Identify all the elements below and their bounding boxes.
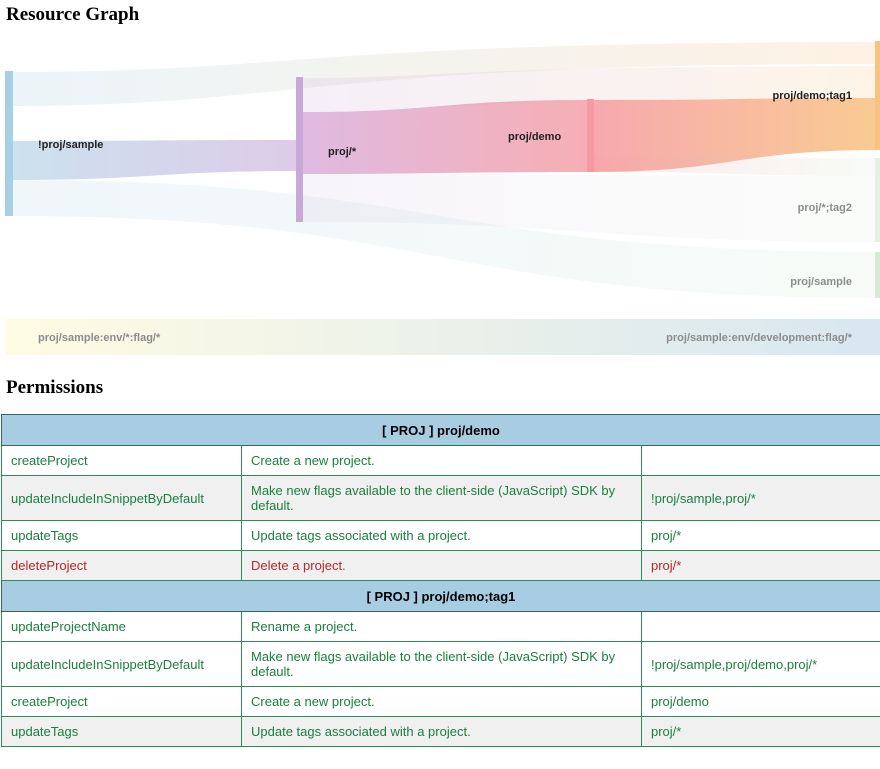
table-row[interactable]: deleteProject Delete a project. proj/* <box>1 550 880 581</box>
node-bar-proj-sample[interactable] <box>875 252 880 298</box>
node-label-demo-tag1: proj/demo;tag1 <box>773 90 852 102</box>
description-cell: Update tags associated with a project. <box>241 520 642 551</box>
link-projstar-to-demotag1 <box>300 66 880 112</box>
node-bar-proj-demo[interactable] <box>587 99 594 172</box>
description-cell: Update tags associated with a project. <box>241 716 642 747</box>
link-sample-to-projstar <box>9 140 300 180</box>
resources-cell: proj/demo <box>641 686 880 717</box>
description-cell: Rename a project. <box>241 611 642 642</box>
node-label-env-dev: proj/sample:env/development:flag/* <box>666 332 853 344</box>
resources-cell: !proj/sample,proj/demo,proj/* <box>641 641 880 687</box>
link-sample-to-projsample <box>9 180 880 298</box>
table-row[interactable]: updateTags Update tags associated with a… <box>1 716 880 747</box>
resources-cell <box>641 611 880 642</box>
resource-graph: !proj/sample proj/* proj/demo proj/demo;… <box>5 41 880 355</box>
description-cell: Create a new project. <box>241 686 642 717</box>
action-cell: updateTags <box>1 716 242 747</box>
table-row[interactable]: updateIncludeInSnippetByDefault Make new… <box>1 475 880 521</box>
link-env-flag-to-env-dev <box>5 319 880 355</box>
action-cell: updateTags <box>1 520 242 551</box>
link-projdemo-to-tag2 <box>591 156 880 176</box>
description-cell: Delete a project. <box>241 550 642 581</box>
description-cell: Make new flags available to the client-s… <box>241 475 642 521</box>
table-row[interactable]: updateIncludeInSnippetByDefault Make new… <box>1 641 880 687</box>
description-cell: Make new flags available to the client-s… <box>241 641 642 687</box>
node-label-proj-star: proj/* <box>328 146 357 158</box>
table-row[interactable]: createProject Create a new project. <box>1 445 880 476</box>
table-row[interactable]: updateTags Update tags associated with a… <box>1 520 880 551</box>
permissions-heading: Permissions <box>6 377 104 398</box>
table-row[interactable]: updateProjectName Rename a project. <box>1 611 880 642</box>
table-header-row: [ PROJ ] proj/demo <box>1 414 880 446</box>
resources-cell <box>641 445 880 476</box>
node-bar-sample-neg[interactable] <box>5 71 13 216</box>
node-bar-proj-star[interactable] <box>296 77 303 222</box>
resource-graph-heading: Resource Graph <box>6 4 140 25</box>
action-cell: deleteProject <box>1 550 242 581</box>
node-bar-demo-tag1[interactable] <box>875 41 880 150</box>
node-label-proj-sample: proj/sample <box>790 276 852 288</box>
group-header: [ PROJ ] proj/demo;tag1 <box>1 580 880 612</box>
group-header: [ PROJ ] proj/demo <box>1 414 880 446</box>
link-projdemo-to-demotag1 <box>591 98 880 172</box>
permissions-table: [ PROJ ] proj/demo createProject Create … <box>1 414 880 747</box>
action-cell: createProject <box>1 445 242 476</box>
action-cell: updateIncludeInSnippetByDefault <box>1 475 242 521</box>
resources-cell: !proj/sample,proj/* <box>641 475 880 521</box>
link-projstar-to-projdemo <box>300 100 591 174</box>
node-bar-star-tag2[interactable] <box>875 158 880 242</box>
node-label-sample-neg: !proj/sample <box>38 139 103 151</box>
node-label-proj-demo: proj/demo <box>508 131 561 143</box>
link-projstar-to-tag2 <box>300 174 880 242</box>
node-label-env-flag: proj/sample:env/*:flag/* <box>38 332 161 344</box>
resources-cell: proj/* <box>641 716 880 747</box>
table-row[interactable]: createProject Create a new project. proj… <box>1 686 880 717</box>
resources-cell: proj/* <box>641 520 880 551</box>
node-label-star-tag2: proj/*;tag2 <box>798 202 852 214</box>
description-cell: Create a new project. <box>241 445 642 476</box>
resources-cell: proj/* <box>641 550 880 581</box>
action-cell: createProject <box>1 686 242 717</box>
action-cell: updateProjectName <box>1 611 242 642</box>
action-cell: updateIncludeInSnippetByDefault <box>1 641 242 687</box>
table-header-row: [ PROJ ] proj/demo;tag1 <box>1 580 880 612</box>
